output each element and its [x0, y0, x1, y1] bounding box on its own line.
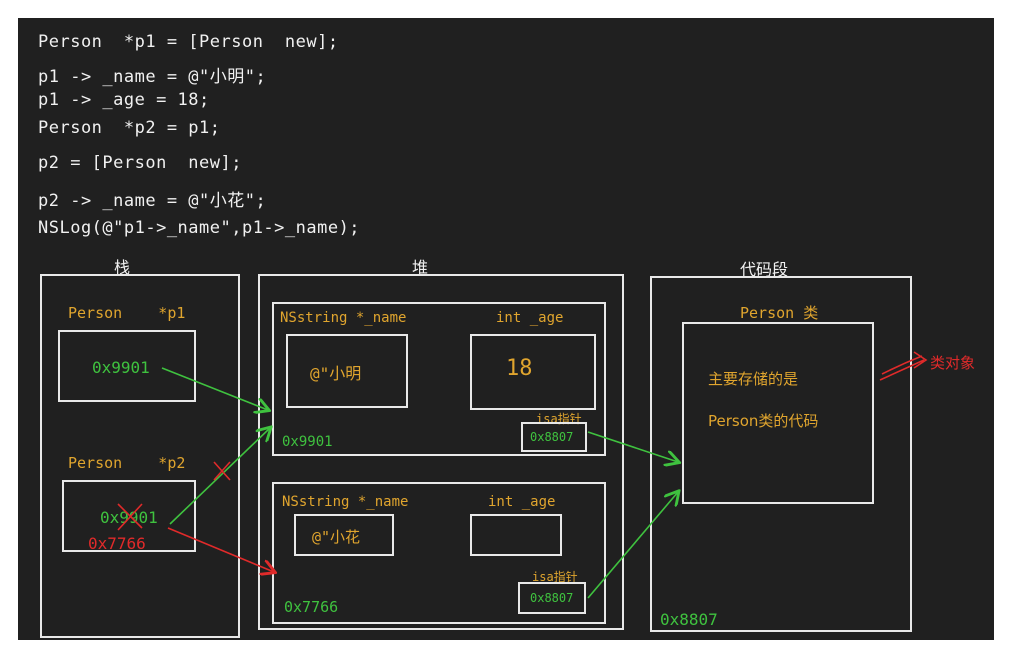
- obj1-age-field: int _age: [496, 310, 564, 326]
- code-segment-address: 0x8807: [660, 610, 718, 629]
- obj1-isa-box: [521, 422, 587, 452]
- obj2-name-value: @"小花: [312, 528, 361, 546]
- stack-p1-value: 0x9901: [92, 358, 150, 377]
- class-label: Person 类: [740, 304, 819, 322]
- obj2-isa-label: isa指针: [532, 570, 578, 584]
- stack-p2-new-value: 0x7766: [88, 534, 146, 553]
- code-line-2: p1 -> _name = @"小明";: [38, 67, 267, 87]
- stack-p2-old-value: 0x9901: [100, 508, 158, 527]
- stack-p1-label: Person *p1: [68, 304, 186, 322]
- obj2-name-box: [294, 514, 394, 556]
- class-desc-line-2: Person类的代码: [708, 412, 819, 430]
- obj1-address: 0x9901: [282, 434, 333, 450]
- class-object-note: 类对象: [930, 354, 976, 372]
- heap-title: 堆: [412, 258, 429, 277]
- code-segment-title: 代码段: [740, 260, 789, 279]
- class-code-box: [682, 322, 874, 504]
- code-line-5: p2 = [Person new];: [38, 153, 242, 173]
- heap-object-1: [272, 302, 606, 456]
- stack-p1-box: [58, 330, 196, 402]
- code-line-1: Person *p1 = [Person new];: [38, 32, 339, 52]
- obj2-isa-value: 0x8807: [530, 591, 574, 605]
- obj1-name-box: [286, 334, 408, 408]
- obj1-name-field: NSstring *_name: [280, 310, 407, 326]
- class-desc-line-1: 主要存储的是: [708, 370, 799, 388]
- obj2-name-field: NSstring *_name: [282, 494, 409, 510]
- code-line-4: Person *p2 = p1;: [38, 118, 221, 138]
- obj2-address: 0x7766: [284, 598, 339, 616]
- obj1-name-value: @"小明: [310, 364, 362, 383]
- diagram-board: Person *p1 = [Person new]; p1 -> _name =…: [18, 18, 994, 640]
- code-line-3: p1 -> _age = 18;: [38, 90, 210, 110]
- stack-title: 栈: [114, 258, 131, 277]
- obj2-age-field: int _age: [488, 494, 556, 510]
- obj1-age-box: [470, 334, 596, 410]
- stack-p2-label: Person *p2: [68, 454, 186, 472]
- code-line-6: p2 -> _name = @"小花";: [38, 191, 267, 211]
- obj1-age-value: 18: [506, 356, 533, 381]
- obj1-isa-value: 0x8807: [530, 430, 574, 444]
- code-line-7: NSLog(@"p1->_name",p1->_name);: [38, 218, 361, 238]
- obj2-isa-box: [518, 582, 586, 614]
- obj2-age-box: [470, 514, 562, 556]
